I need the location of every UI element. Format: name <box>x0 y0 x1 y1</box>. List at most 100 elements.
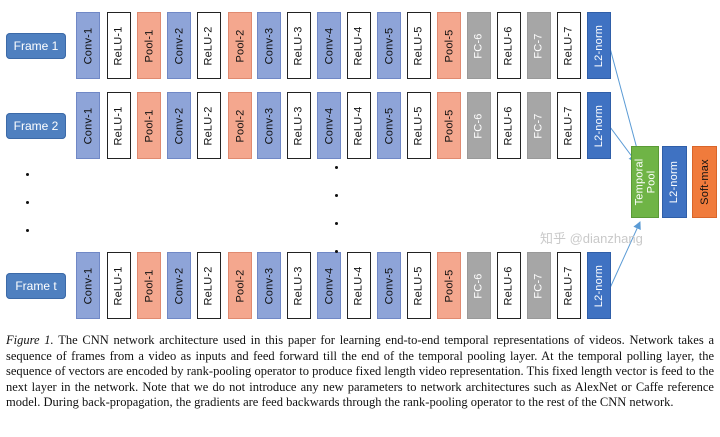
layer-label: ReLU-6 <box>503 265 516 306</box>
layer-relu-6-row-2: ReLU-6 <box>497 92 521 159</box>
layer-pool-5-row-3: Pool-5 <box>437 252 461 319</box>
layer-conv-5-row-1: Conv-5 <box>377 12 401 79</box>
layer-relu-5-row-3: ReLU-5 <box>407 252 431 319</box>
frame-label-2: Frame 2 <box>6 113 66 139</box>
head-l2-block: L2-norm <box>662 146 687 218</box>
layer-label: L2-norm <box>593 24 605 67</box>
layer-relu-1-row-2: ReLU-1 <box>107 92 131 159</box>
layer-label: ReLU-5 <box>413 105 426 146</box>
layer-label: Conv-4 <box>323 107 336 144</box>
layer-pool-2-row-2: Pool-2 <box>228 92 252 159</box>
layer-conv-2-row-2: Conv-2 <box>167 92 191 159</box>
layer-conv-3-row-1: Conv-3 <box>257 12 281 79</box>
layer-pool-2-row-3: Pool-2 <box>228 252 252 319</box>
layer-conv-5-row-2: Conv-5 <box>377 92 401 159</box>
layer-label: Pool-1 <box>143 29 155 62</box>
layer-label: Conv-4 <box>323 267 336 304</box>
layer-conv-2-row-1: Conv-2 <box>167 12 191 79</box>
head-soft-block: Soft-max <box>692 146 717 218</box>
layer-conv-1-row-3: Conv-1 <box>76 252 100 319</box>
layer-relu-5-row-1: ReLU-5 <box>407 12 431 79</box>
layer-label: Pool-5 <box>443 109 455 142</box>
layer-conv-4-row-2: Conv-4 <box>317 92 341 159</box>
watermark-text: 知乎 @dianzhang <box>540 231 643 246</box>
layer-label: ReLU-4 <box>353 265 366 306</box>
layer-label: Conv-3 <box>263 267 276 304</box>
layer-relu-2-row-3: ReLU-2 <box>197 252 221 319</box>
layer-l2-norm-row-2: L2-norm <box>587 92 611 159</box>
layer-relu-4-row-1: ReLU-4 <box>347 12 371 79</box>
ellipsis-dot <box>335 166 338 169</box>
layer-label: Conv-3 <box>263 27 276 64</box>
caption-text: The CNN network architecture used in thi… <box>6 333 714 409</box>
layer-label: FC-6 <box>473 32 485 59</box>
layer-label: ReLU-2 <box>203 25 216 66</box>
layer-relu-7-row-1: ReLU-7 <box>557 12 581 79</box>
layer-conv-4-row-1: Conv-4 <box>317 12 341 79</box>
layer-conv-3-row-3: Conv-3 <box>257 252 281 319</box>
head-label: Temporal Pool <box>633 158 657 206</box>
layer-label: Conv-1 <box>82 267 95 304</box>
figure-label: Figure 1. <box>6 333 54 347</box>
head-label: Soft-max <box>698 159 711 205</box>
layer-label: FC-7 <box>533 272 545 299</box>
layer-label: Pool-2 <box>234 109 246 142</box>
layer-label: ReLU-2 <box>203 105 216 146</box>
layer-label: ReLU-1 <box>113 265 126 306</box>
layer-relu-2-row-1: ReLU-2 <box>197 12 221 79</box>
layer-l2-norm-row-1: L2-norm <box>587 12 611 79</box>
frame-label-3: Frame t <box>6 273 66 299</box>
layer-relu-3-row-3: ReLU-3 <box>287 252 311 319</box>
layer-label: ReLU-4 <box>353 25 366 66</box>
layer-label: Conv-5 <box>383 107 396 144</box>
layer-label: ReLU-2 <box>203 265 216 306</box>
layer-label: FC-7 <box>533 32 545 59</box>
layer-label: ReLU-3 <box>293 25 306 66</box>
layer-label: Conv-2 <box>173 27 186 64</box>
layer-conv-5-row-3: Conv-5 <box>377 252 401 319</box>
arrow-framet-to-pool <box>609 221 641 289</box>
layer-label: ReLU-7 <box>563 25 576 66</box>
layer-label: Conv-1 <box>82 107 95 144</box>
layer-conv-3-row-2: Conv-3 <box>257 92 281 159</box>
layer-relu-1-row-1: ReLU-1 <box>107 12 131 79</box>
figure-caption: Figure 1. The CNN network architecture u… <box>6 333 714 411</box>
layer-fc-7-row-1: FC-7 <box>527 12 551 79</box>
layer-conv-1-row-1: Conv-1 <box>76 12 100 79</box>
layer-conv-1-row-2: Conv-1 <box>76 92 100 159</box>
layer-label: ReLU-3 <box>293 265 306 306</box>
layer-label: Conv-3 <box>263 107 276 144</box>
layer-fc-7-row-2: FC-7 <box>527 92 551 159</box>
layer-pool-2-row-1: Pool-2 <box>228 12 252 79</box>
layer-l2-norm-row-3: L2-norm <box>587 252 611 319</box>
layer-fc-7-row-3: FC-7 <box>527 252 551 319</box>
layer-relu-2-row-2: ReLU-2 <box>197 92 221 159</box>
layer-relu-7-row-3: ReLU-7 <box>557 252 581 319</box>
layer-label: Conv-5 <box>383 27 396 64</box>
ellipsis-dot <box>26 173 29 176</box>
layer-label: ReLU-4 <box>353 105 366 146</box>
layer-relu-4-row-2: ReLU-4 <box>347 92 371 159</box>
layer-relu-3-row-1: ReLU-3 <box>287 12 311 79</box>
layer-label: ReLU-1 <box>113 25 126 66</box>
layer-label: L2-norm <box>593 104 605 147</box>
frame-label-1: Frame 1 <box>6 33 66 59</box>
layer-label: ReLU-7 <box>563 265 576 306</box>
layer-relu-4-row-3: ReLU-4 <box>347 252 371 319</box>
arrow-frame1-to-pool <box>609 47 643 161</box>
layer-label: Pool-1 <box>143 109 155 142</box>
ellipsis-dot <box>26 229 29 232</box>
layer-relu-3-row-2: ReLU-3 <box>287 92 311 159</box>
layer-label: Pool-5 <box>443 269 455 302</box>
layer-relu-1-row-3: ReLU-1 <box>107 252 131 319</box>
layer-label: ReLU-5 <box>413 25 426 66</box>
layer-pool-1-row-1: Pool-1 <box>137 12 161 79</box>
ellipsis-dot <box>335 222 338 225</box>
layer-pool-1-row-3: Pool-1 <box>137 252 161 319</box>
layer-label: Conv-1 <box>82 27 95 64</box>
layer-fc-6-row-2: FC-6 <box>467 92 491 159</box>
layer-label: ReLU-6 <box>503 25 516 66</box>
layer-relu-6-row-1: ReLU-6 <box>497 12 521 79</box>
head-tpool-block: Temporal Pool <box>631 146 659 218</box>
